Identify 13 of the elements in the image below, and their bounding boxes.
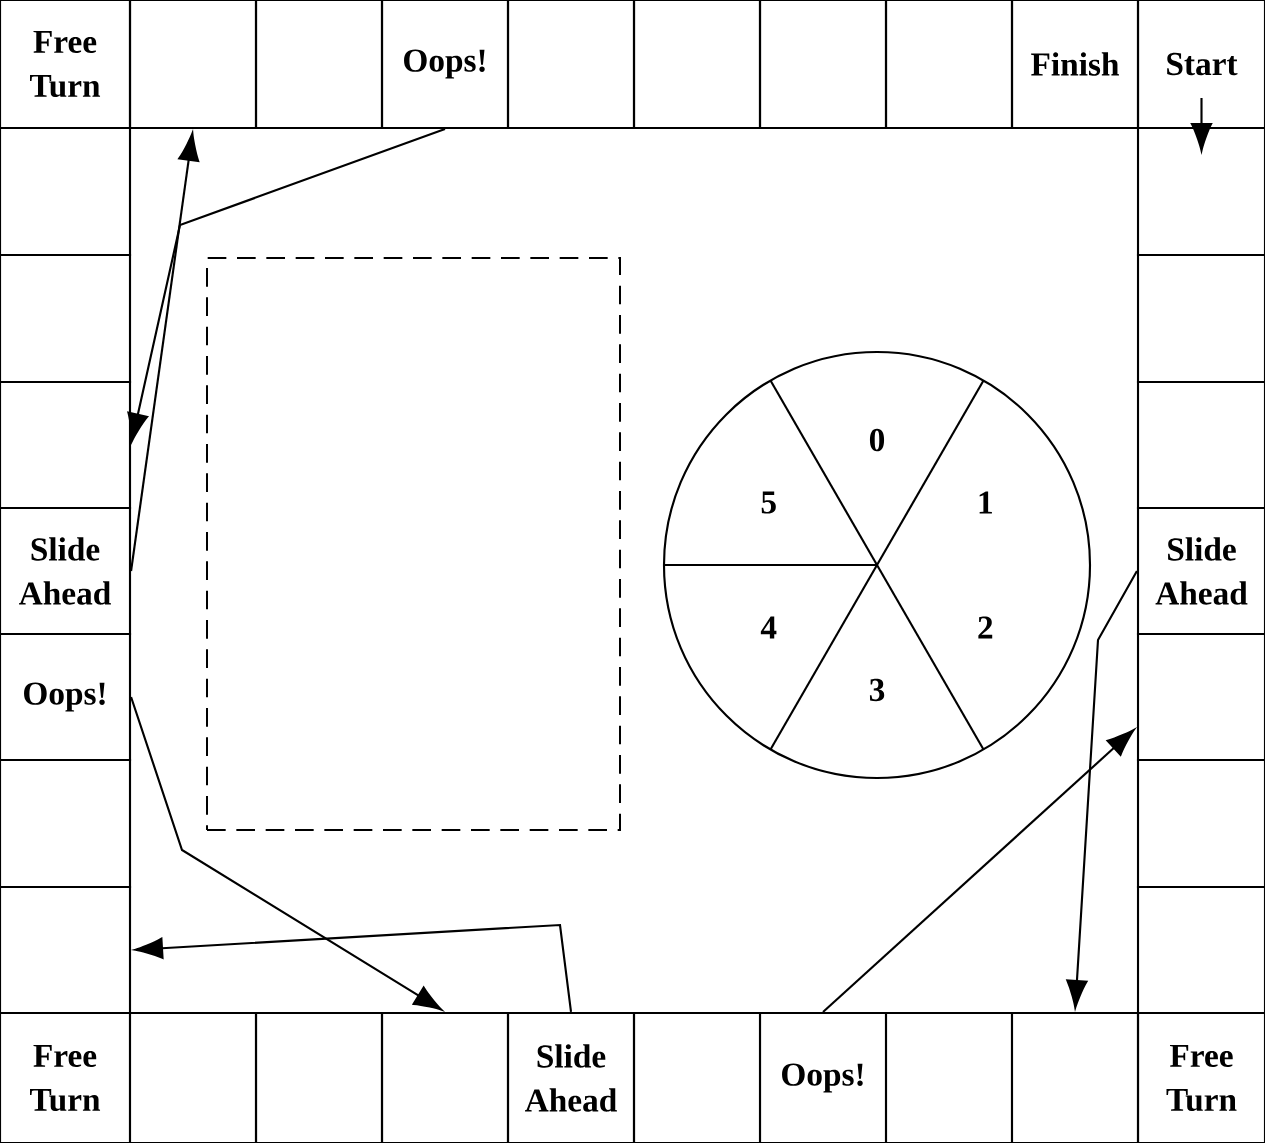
spinner-number: 2 xyxy=(978,616,993,639)
spinner-number: 5 xyxy=(761,491,776,514)
spinner-number: 3 xyxy=(869,678,885,702)
spinner-number: 0 xyxy=(869,428,885,452)
arrow xyxy=(822,729,1135,1013)
arrow xyxy=(1066,570,1138,1009)
arrow xyxy=(130,696,443,1011)
card-outline xyxy=(206,257,621,831)
spinner-number: 1 xyxy=(979,491,992,514)
arrow xyxy=(134,923,573,1013)
arrow xyxy=(130,132,200,572)
spinner-number: 4 xyxy=(760,616,777,639)
arrow xyxy=(127,128,446,442)
